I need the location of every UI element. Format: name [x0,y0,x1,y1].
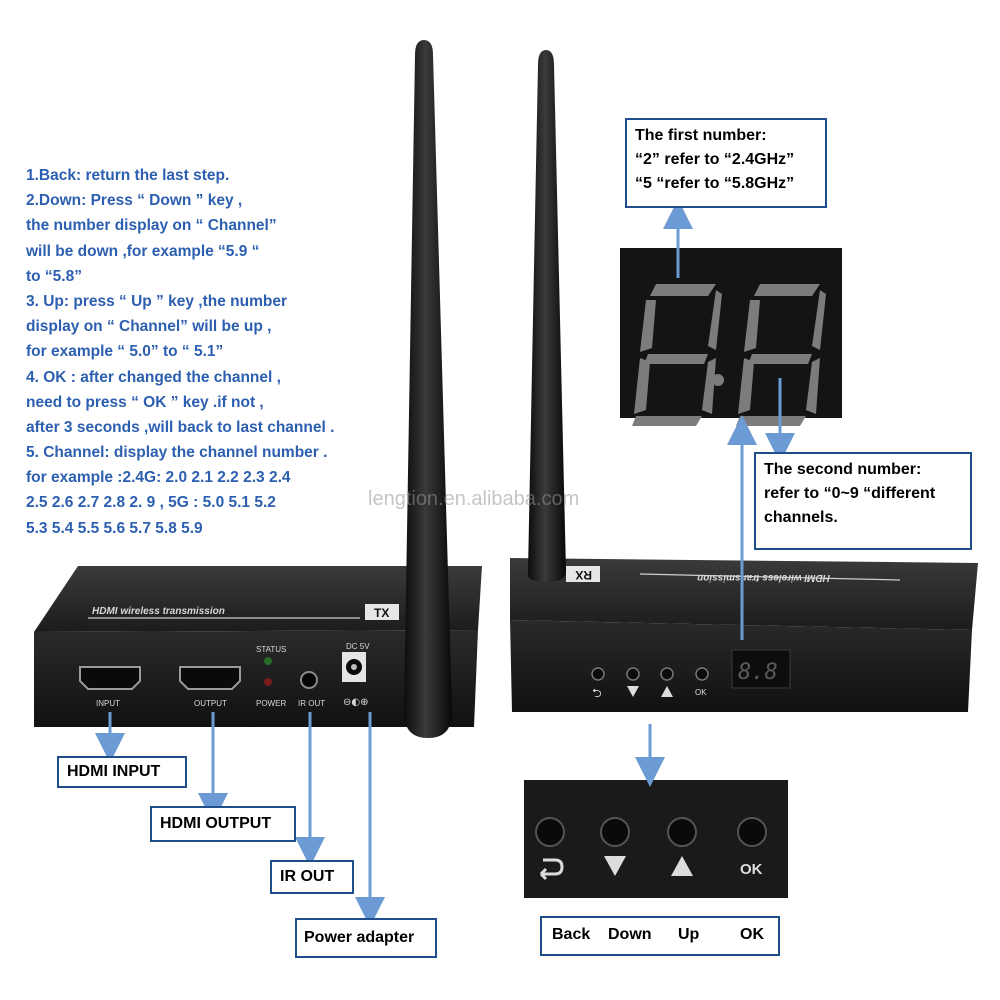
legend-back: Back [552,926,591,943]
button-panel-closeup: OK [524,780,788,898]
rx-ok-button [695,667,709,681]
instruction-line: display on “ Channel” will be up , [26,318,272,336]
instruction-line: after 3 seconds ,will back to last chann… [26,418,335,436]
zoom-ok-button [737,817,767,847]
power-led-label: POWER [256,699,286,708]
power-adapter-label: Power adapter [295,918,437,958]
rx-up-triangle-icon [661,686,673,697]
ir-out-jack-label: IR OUT [298,699,325,708]
power-led [264,678,272,686]
hdmi-input-port-label: INPUT [96,699,120,708]
legend-down: Down [608,926,652,943]
zoom-back-button [535,817,565,847]
callout-line: “2” refer to “2.4GHz” [635,151,795,168]
instruction-line: 5. Channel: display the channel number . [26,444,328,462]
dc-label: DC 5V [346,642,370,651]
rx-antenna-body [527,50,566,582]
zoom-up-button [667,817,697,847]
closeup-background [620,248,842,418]
callout-line: The first number: [635,127,767,144]
hdmi-output-port-label: OUTPUT [194,699,227,708]
instruction-line: 2.5 2.6 2.7 2.8 2. 9 , 5G : 5.0 5.1 5.2 [26,494,276,512]
rx-down-triangle-icon [627,686,639,697]
callout-line: channels. [764,509,838,526]
instruction-line: need to press “ OK ” key .if not , [26,393,264,411]
hdmi-input-label: HDMI INPUT [57,756,187,788]
instruction-line: 4. OK : after changed the channel , [26,368,281,386]
callout-line: refer to “0~9 “different [764,485,936,502]
rx-down-button [626,667,640,681]
seven-segment-closeup [620,248,842,426]
down-triangle-icon [604,856,626,876]
first-number-callout: The first number: “2” refer to “2.4GHz” … [625,118,827,208]
second-number-callout: The second number: refer to “0~9 “differ… [754,452,972,550]
closeup-digit-first [632,284,724,426]
ir-out-label: IR OUT [270,860,354,894]
rx-badge-bg [566,566,600,582]
status-led-label: STATUS [256,645,286,654]
instruction-line: for example :2.4G: 2.0 2.1 2.2 2.3 2.4 [26,469,291,487]
instruction-line: 5.3 5.4 5.5 5.6 5.7 5.8 5.9 [26,519,203,537]
status-led [264,657,272,665]
hdmi-input-port [79,666,141,690]
rx-strip-line [639,573,901,581]
tx-strip-text: HDMI wireless transmission [92,606,225,617]
rx-channel-display [731,649,791,689]
rx-back-glyph: ⮌ [592,686,602,700]
tx-antenna [404,40,452,738]
tx-device: HDMI wireless transmission TX INPUT OUTP… [34,566,482,727]
zoom-ok-label: OK [740,861,763,878]
callout-line: The second number: [764,461,922,478]
rx-top-surface [510,558,978,630]
watermark: lengtion.en.alibaba.com [368,488,580,510]
instruction-line: to “5.8” [26,267,82,285]
hdmi-output-port [179,666,241,690]
zoom-down-button [600,817,630,847]
back-arrow-icon [539,858,564,881]
rx-ok-small-label: OK [695,688,707,697]
rx-badge: RX [575,568,592,582]
instruction-line: 2.Down: Press “ Down ” key , [26,192,243,210]
rx-antenna [527,50,566,582]
rx-back-button [591,667,605,681]
tx-badge: TX [374,606,389,620]
callout-arrows [95,199,795,927]
instruction-line: 3. Up: press “ Up ” key ,the number [26,292,287,310]
legend-up: Up [678,926,700,943]
callout-line: “5 “refer to “5.8GHz” [635,175,795,192]
ir-out-jack [300,671,318,689]
legend-ok: OK [740,926,764,943]
rx-up-button [660,667,674,681]
instruction-line: 1.Back: return the last step. [26,167,230,184]
button-legend: Back Down Up OK [540,916,780,956]
rx-display-digits: 8.8 [738,660,778,685]
instruction-line: the number display on “ Channel” [26,217,277,235]
rx-strip-text: HDMI wireless transmission [697,572,830,583]
up-triangle-icon [671,856,693,876]
hdmi-output-label: HDMI OUTPUT [150,806,296,842]
instruction-line: will be down ,for example “5.9 “ [26,242,260,260]
instruction-line: for example “ 5.0” to “ 5.1” [26,343,224,361]
dc-jack-pin [351,664,357,670]
instructions-block: 1.Back: return the last step. 2.Down: Pr… [26,163,406,541]
polarity-symbol: ⊖◐⊕ [343,697,368,708]
tx-front-face [34,630,478,727]
tx-badge-bg [365,604,399,620]
closeup-digit-second [736,284,826,426]
tx-antenna-body [404,40,452,738]
rx-device: HDMI wireless transmission RX ⮌ OK 8.8 [510,558,978,712]
